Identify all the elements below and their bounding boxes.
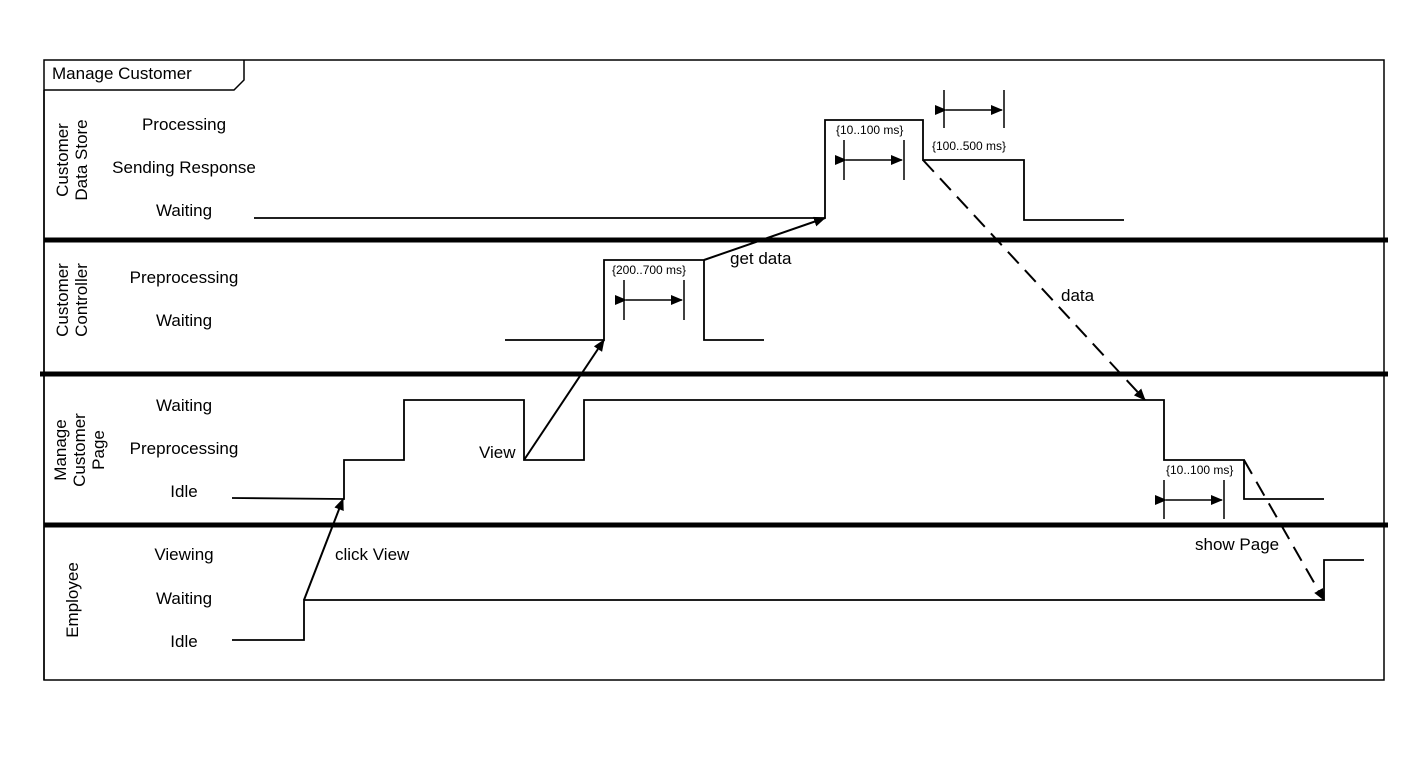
- svg-text:Page: Page: [89, 430, 108, 470]
- svg-text:{10..100 ms}: {10..100 ms}: [1166, 463, 1233, 477]
- svg-text:Data Store: Data Store: [72, 119, 91, 200]
- svg-text:{10..100 ms}: {10..100 ms}: [836, 123, 903, 137]
- state-label: Viewing: [154, 545, 213, 564]
- timeline-customer-data-store: [254, 119, 1124, 221]
- message-label-view: View: [479, 443, 516, 462]
- svg-text:Customer: Customer: [70, 413, 89, 487]
- message-arrow-data: [922, 159, 1146, 401]
- frame-title-tab: [44, 60, 245, 91]
- svg-text:Customer: Customer: [53, 123, 72, 197]
- message-label-click-view: click View: [335, 545, 410, 564]
- diagram-frame: [43, 59, 1385, 681]
- duration-constraint-controller-preprocessing: {200..700 ms}: [612, 263, 686, 320]
- frame-title: Manage Customer: [52, 64, 192, 83]
- state-label: Preprocessing: [130, 439, 239, 458]
- state-label: Idle: [170, 632, 197, 651]
- message-arrow-get-data: [703, 216, 826, 261]
- svg-text:Manage: Manage: [51, 419, 70, 480]
- svg-text:{100..500 ms}: {100..500 ms}: [932, 139, 1006, 153]
- message-arrow-show-page: [1243, 459, 1325, 601]
- state-label: Idle: [170, 482, 197, 501]
- state-label: Waiting: [156, 311, 212, 330]
- lane-name-employee: Employee: [63, 562, 82, 638]
- state-label: Waiting: [156, 201, 212, 220]
- duration-constraint-page-preprocessing: {10..100 ms}: [1155, 463, 1233, 519]
- svg-text:Employee: Employee: [63, 562, 82, 638]
- state-label: Waiting: [156, 589, 212, 608]
- message-arrow-view: [523, 339, 605, 461]
- duration-constraint-store-processing: {10..100 ms}: [835, 123, 905, 180]
- timeline-manage-customer-page: [231, 399, 1324, 500]
- state-label: Sending Response: [112, 158, 256, 177]
- lane-name-manage-customer-page: Manage Customer Page: [51, 413, 108, 487]
- message-arrow-click-view: [303, 498, 344, 601]
- message-label-show-page: show Page: [1195, 535, 1279, 554]
- state-label: Waiting: [156, 396, 212, 415]
- timeline-employee: [232, 559, 1364, 641]
- message-label-data: data: [1061, 286, 1095, 305]
- state-label: Preprocessing: [130, 268, 239, 287]
- lane-name-customer-controller: Customer Controller: [53, 263, 91, 337]
- svg-text:Controller: Controller: [72, 263, 91, 337]
- svg-text:{200..700 ms}: {200..700 ms}: [612, 263, 686, 277]
- state-label: Processing: [142, 115, 226, 134]
- timeline-customer-controller: [505, 259, 764, 341]
- lane-name-customer-data-store: Customer Data Store: [53, 119, 91, 200]
- message-label-get-data: get data: [730, 249, 792, 268]
- svg-text:Customer: Customer: [53, 263, 72, 337]
- duration-constraint-store-response: {100..500 ms}: [932, 90, 1006, 153]
